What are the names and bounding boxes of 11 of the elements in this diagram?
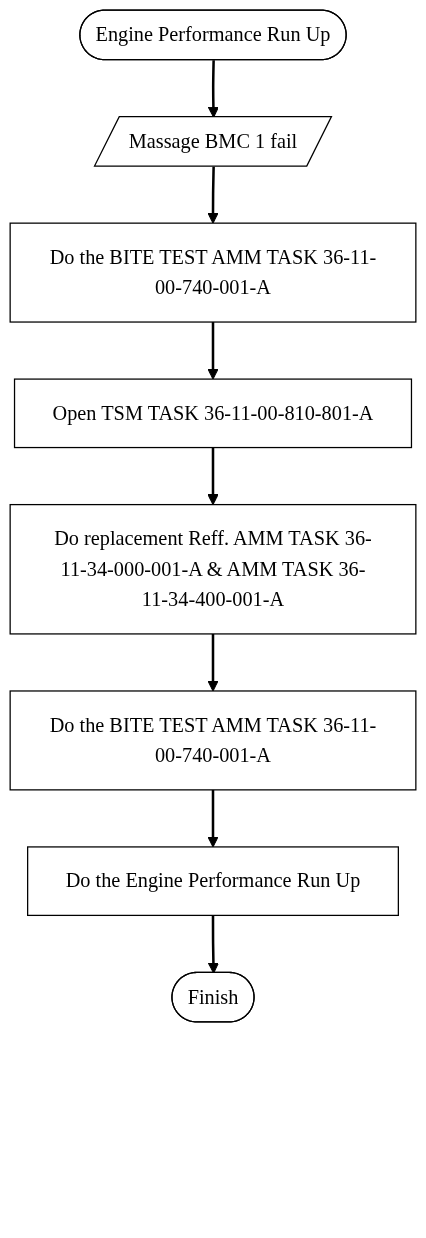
arrow	[207, 166, 219, 224]
node-box: Do the BITE TEST AMM TASK 36-11-00-740-001-A	[9, 690, 417, 791]
node-box: Open TSM TASK 36-11-00-810-801-A	[13, 378, 413, 449]
node-box: Do the Engine Performance Run Up	[27, 846, 399, 917]
arrow	[207, 633, 219, 692]
node-box: Do the BITE TEST AMM TASK 36-11-00-740-001-A	[9, 222, 417, 323]
arrow	[207, 322, 219, 380]
arrow	[207, 789, 219, 848]
arrow	[207, 447, 219, 506]
node-box: Do replacement Reff. AMM TASK 36-11-34-000-001-A & AMM TASK 36-11-34-400-001-A	[9, 503, 417, 635]
arrow	[207, 915, 219, 974]
